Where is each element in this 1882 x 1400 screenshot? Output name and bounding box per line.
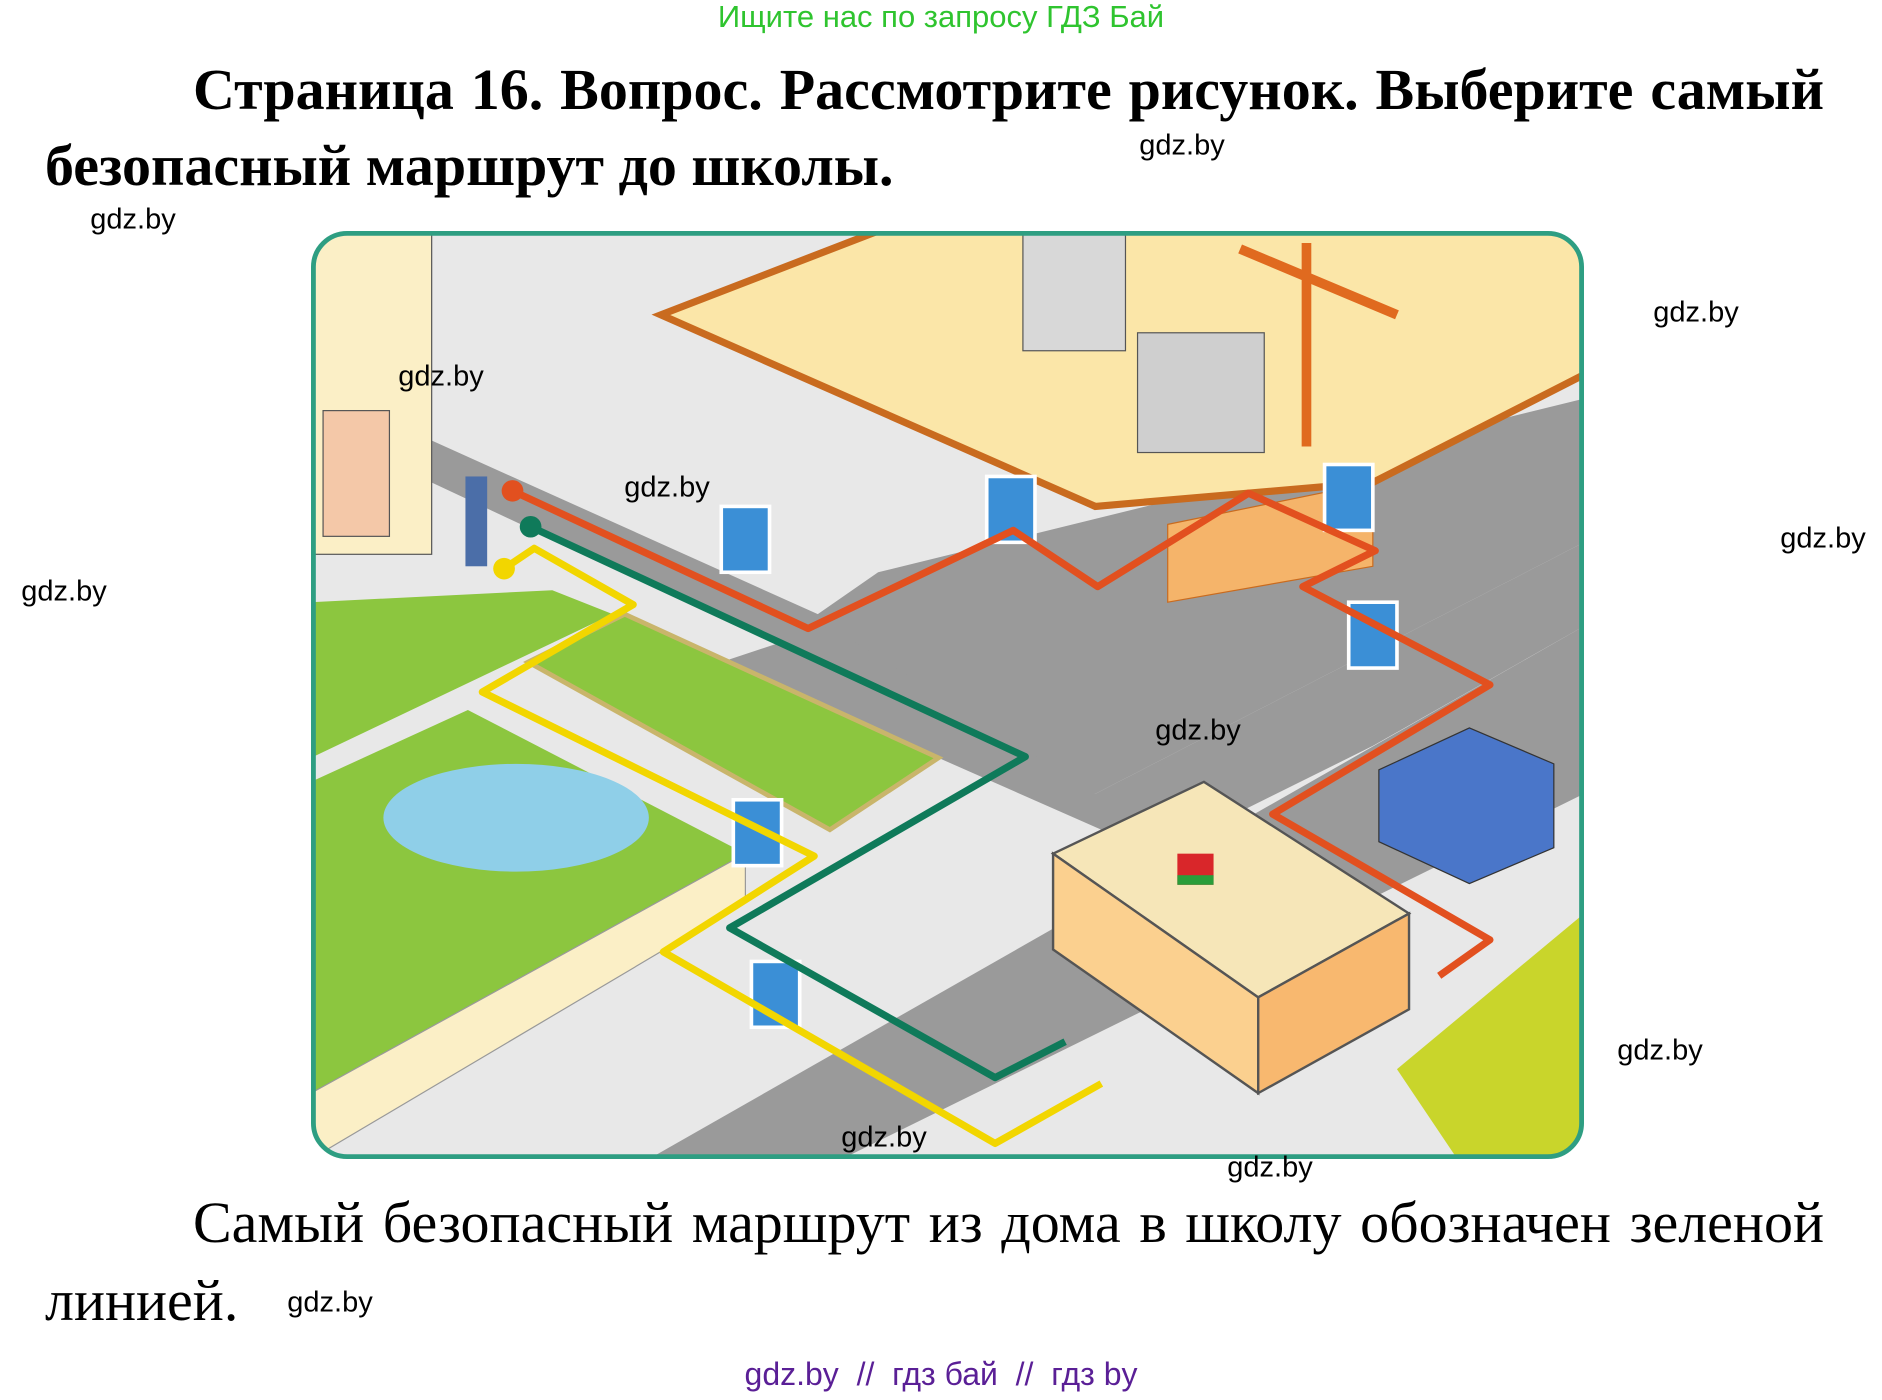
top-banner[interactable]: Ищите нас по запросу ГДЗ Бай: [717, 0, 1165, 34]
watermark: gdz.by: [287, 1286, 373, 1319]
crosswalk-sign-icon: [1322, 462, 1375, 533]
transformer-kiosk: [1378, 727, 1555, 885]
school-side: [1257, 911, 1411, 1096]
watermark: gdz.by: [1155, 714, 1241, 747]
watermark: gdz.by: [1617, 1034, 1703, 1067]
watermark: gdz.by: [1780, 522, 1866, 555]
watermark: gdz.by: [1139, 129, 1225, 162]
route-green: [529, 523, 1067, 1082]
watermark: gdz.by: [1227, 1151, 1313, 1184]
question-text: Страница 16. Вопрос. Рассмотрите рисунок…: [45, 57, 1824, 198]
apartment-block: [1022, 233, 1127, 352]
answer-text: Самый безопасный маршрут из дома в школу…: [45, 1190, 1824, 1333]
watermark: gdz.by: [841, 1121, 927, 1154]
pond: [383, 763, 649, 872]
watermark: gdz.by: [624, 471, 710, 504]
new-building: [1136, 332, 1265, 454]
park-left: [313, 590, 613, 758]
flag-stripe: [1177, 875, 1214, 885]
child-figure: [465, 476, 488, 567]
route-red: [510, 487, 1494, 979]
watermark: gdz.by: [90, 203, 176, 236]
road-upper: [431, 302, 1582, 794]
route-yellow: [478, 544, 1104, 1148]
watermark: gdz.by: [1653, 296, 1739, 329]
illustration-border: [311, 231, 1584, 1159]
lawn-right: [1396, 913, 1582, 1157]
crosswalk-sign-icon: [719, 504, 772, 575]
route-red-start: [501, 480, 524, 502]
footer-links[interactable]: gdz.by // гдз бай // гдз by: [744, 1356, 1138, 1392]
route-illustration: [311, 231, 1584, 1159]
crane: [1238, 242, 1399, 447]
watermark: gdz.by: [21, 575, 107, 608]
house-door: [322, 410, 391, 537]
route-yellow-start: [493, 557, 515, 580]
route-green-start: [519, 515, 542, 538]
fence: [1167, 481, 1374, 603]
watermark: gdz.by: [398, 360, 484, 393]
